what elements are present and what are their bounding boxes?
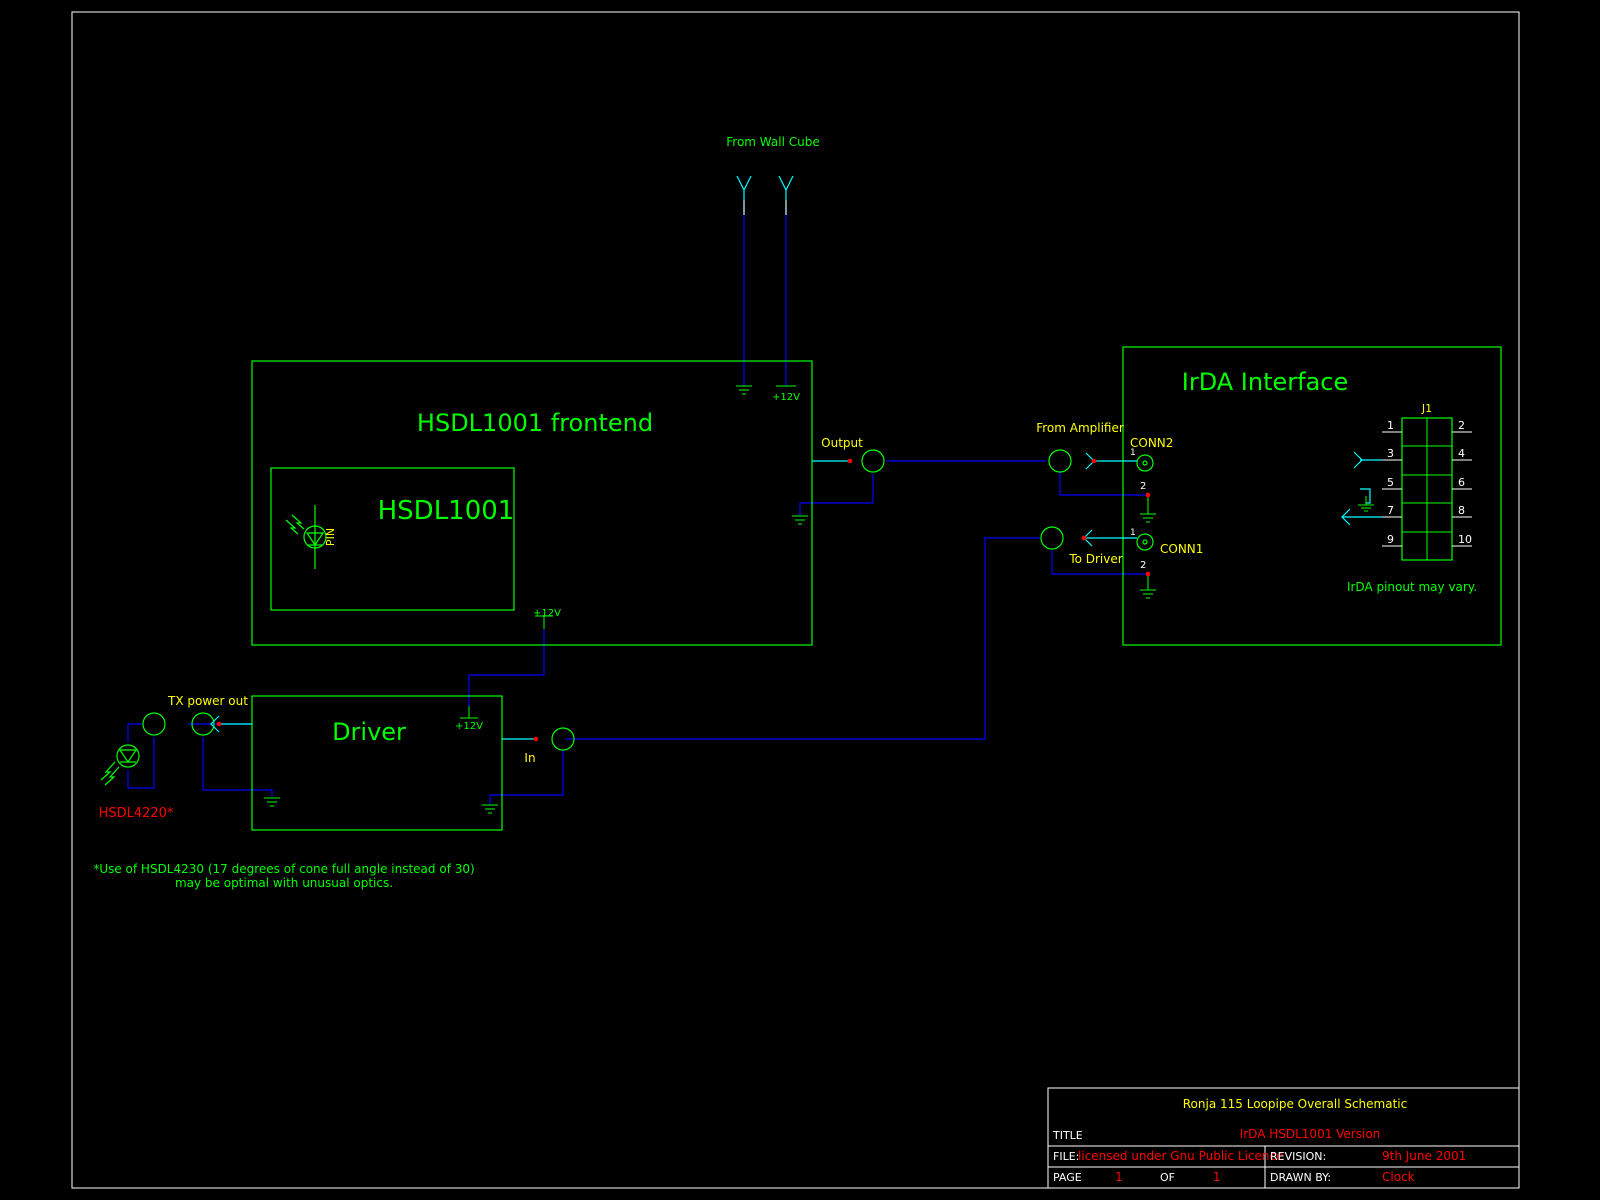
output-coax [861, 449, 885, 473]
in-coax [551, 727, 575, 751]
wall-cube-label: From Wall Cube [726, 135, 819, 149]
driver-block [251, 695, 503, 831]
wire-led-anode [127, 723, 142, 742]
from-amplifier-label: From Amplifier [1036, 421, 1124, 435]
title-block-text: Ronja 115 Loopipe Overall Schematic TITL… [1052, 1097, 1466, 1184]
wire-output-ground [799, 474, 874, 516]
wire-led-ground [127, 737, 155, 789]
j1-wiring [1341, 451, 1382, 526]
wire-in-signal [566, 716, 986, 740]
text-labels: From Wall Cube +12V HSDL1001 frontend HS… [93, 135, 1477, 890]
title-block [1047, 1087, 1520, 1189]
wire-conn1-ground [1051, 550, 1148, 575]
j1-pin-6: 6 [1458, 476, 1465, 489]
hsdl1001-block [270, 467, 515, 611]
title-value: IrDA HSDL1001 Version [1240, 1127, 1381, 1141]
plus12-mid-label: +12V [533, 608, 561, 619]
conn1-pin1: 1 [1130, 528, 1136, 538]
j1-ground-symbol [1358, 496, 1374, 512]
coax-connectors [142, 449, 1154, 751]
title-label: TITLE [1052, 1129, 1083, 1142]
sensor-title: HSDL1001 [378, 496, 515, 526]
j1-pin-9: 9 [1387, 533, 1394, 546]
frontend-title: HSDL1001 frontend [417, 409, 653, 437]
frontend-block [251, 360, 813, 646]
irda-block [1122, 346, 1502, 646]
conn2-label: CONN2 [1130, 436, 1173, 450]
from-amp-coax [1048, 449, 1072, 473]
wire-tx-ground [202, 737, 273, 798]
of-value: 1 [1213, 1170, 1221, 1184]
plus12-top-label: +12V [772, 392, 800, 403]
of-label: OF [1160, 1171, 1175, 1184]
wire-in-ground [489, 750, 564, 805]
j1-pin-stubs [1382, 431, 1472, 547]
page-value: 1 [1115, 1170, 1123, 1184]
tx-coax [191, 712, 215, 736]
conn2-pin2: 2 [1140, 481, 1146, 492]
wire-conn2-ground [1059, 472, 1148, 496]
wire-driver-signal [984, 537, 1040, 716]
j1-pin-2: 2 [1458, 419, 1465, 432]
file-label: FILE: [1053, 1150, 1079, 1163]
pin-photodiode-icon [285, 505, 327, 569]
output-label: Output [821, 436, 863, 450]
pin-diode-label: PIN [324, 528, 337, 546]
revision-value: 9th June 2001 [1382, 1149, 1466, 1163]
to-driver-coax [1040, 526, 1064, 550]
footnote-line2: may be optimal with unusual optics. [175, 876, 393, 890]
j1-pin-numbers: 1 2 3 4 5 6 7 8 9 10 [1387, 419, 1472, 546]
j1-pin-8: 8 [1458, 504, 1465, 517]
ground-symbols [264, 385, 1156, 814]
driver-title: Driver [332, 718, 406, 746]
drawing-frame [71, 11, 1520, 1189]
page-label: PAGE [1053, 1171, 1082, 1184]
irda-title: IrDA Interface [1182, 368, 1349, 396]
wire-12v-driver [468, 629, 545, 706]
j1-pin-5: 5 [1387, 476, 1394, 489]
conn1-socket [1136, 533, 1154, 551]
j1-pin-dividers [1402, 418, 1452, 560]
wall-cube-stubs [743, 200, 787, 215]
junction-dots [216, 458, 1151, 742]
conn1-label: CONN1 [1160, 542, 1203, 556]
to-driver-label: To Driver [1068, 552, 1122, 566]
led-icon [100, 744, 140, 786]
led-coax [142, 712, 166, 736]
conn2-socket [1136, 454, 1154, 472]
in-label: In [524, 751, 535, 765]
wires [127, 215, 1148, 805]
j1-ref: J1 [1421, 402, 1432, 415]
j1-pin-3: 3 [1387, 447, 1394, 460]
drawn-by-value: Clock [1382, 1170, 1415, 1184]
led-part-label: HSDL4220* [99, 806, 174, 821]
j1-pin-1: 1 [1387, 419, 1394, 432]
j1-pin-10: 10 [1458, 533, 1472, 546]
revision-label: REVISION: [1270, 1150, 1326, 1163]
j1-pin-4: 4 [1458, 447, 1465, 460]
drawn-by-label: DRAWN BY: [1270, 1171, 1331, 1184]
j1-pin-7: 7 [1387, 504, 1394, 517]
file-value: licensed under Gnu Public Licence [1078, 1149, 1284, 1163]
footnote-line1: *Use of HSDL4230 (17 degrees of cone ful… [93, 862, 474, 876]
plus12-driver-label: +12V [455, 721, 483, 732]
conn2-pin1: 1 [1130, 448, 1136, 458]
tx-power-label: TX power out [167, 694, 248, 708]
project-title: Ronja 115 Loopipe Overall Schematic [1183, 1097, 1407, 1111]
irda-pinout-note: IrDA pinout may vary. [1347, 580, 1477, 594]
conn1-pin2: 2 [1140, 560, 1146, 571]
